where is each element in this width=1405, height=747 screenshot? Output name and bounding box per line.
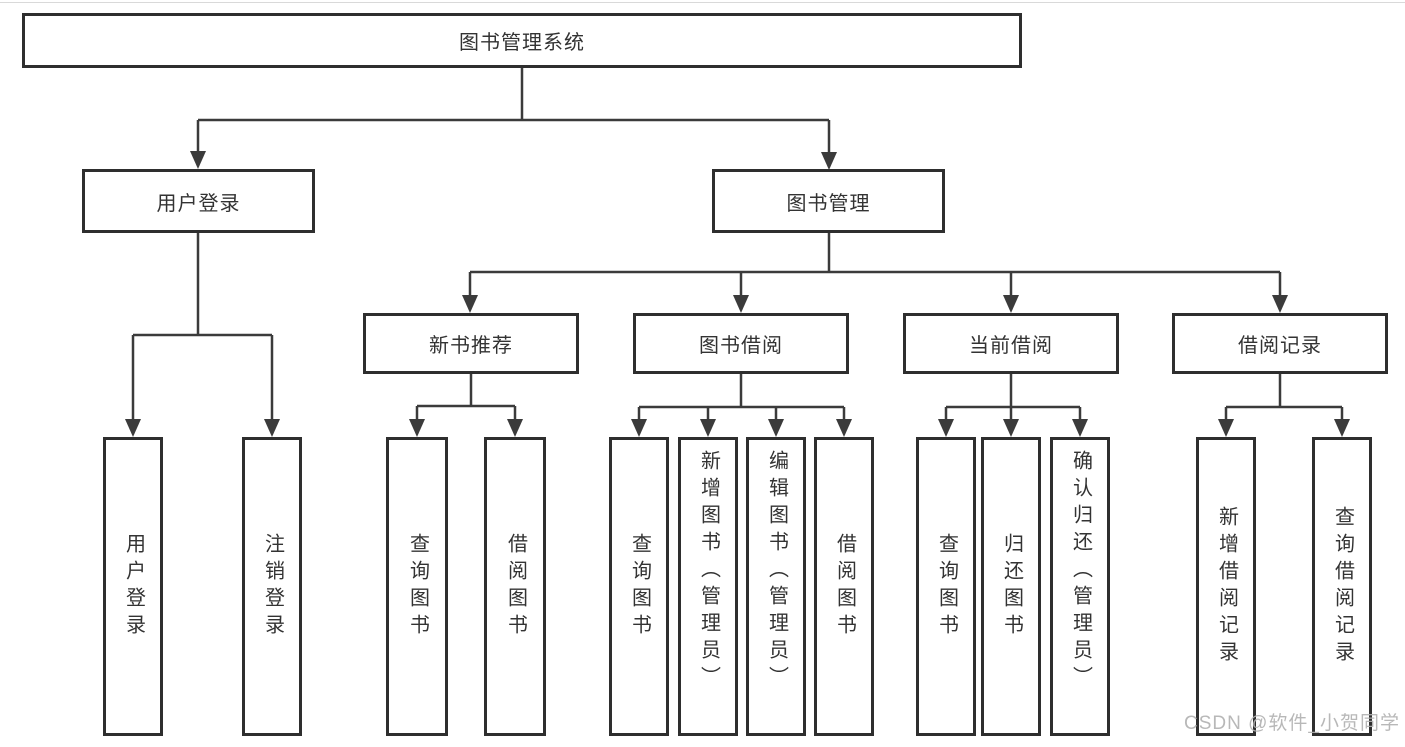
node-label: 查询图书 (406, 532, 429, 641)
node-query-books-current: 查询图书 (916, 437, 976, 736)
node-borrowing-records: 借阅记录 (1172, 313, 1388, 374)
node-label: 图书管理系统 (459, 32, 585, 54)
node-label: 用户登录 (122, 532, 145, 641)
node-label: 图书管理 (786, 192, 871, 215)
node-label: 图书借阅 (699, 335, 783, 357)
node-label: 查询图书 (628, 532, 651, 641)
node-edit-book-admin: 编辑图书（管理员） (746, 437, 806, 736)
node-label: 新书推荐 (429, 335, 513, 357)
node-library-management-system: 图书管理系统 (22, 13, 1022, 68)
node-return-book: 归还图书 (981, 437, 1041, 736)
node-label: 编辑图书（管理员） (765, 450, 788, 693)
connector-user-login (125, 233, 280, 437)
connector-new-book-recommendation (409, 374, 523, 437)
csdn-watermark: CSDN @软件_小贺同学 (1184, 713, 1400, 734)
page-top-divider (0, 2, 1405, 3)
node-leaf-logout: 注销登录 (242, 437, 302, 736)
node-label: 新增图书（管理员） (697, 450, 720, 693)
connector-root (190, 68, 837, 170)
node-leaf-user-login: 用户登录 (103, 437, 163, 736)
node-label: 当前借阅 (969, 335, 1053, 357)
node-label: 注销登录 (261, 532, 284, 641)
node-label: 借阅记录 (1238, 335, 1322, 357)
node-add-borrow-record: 新增借阅记录 (1196, 437, 1256, 736)
node-query-books-recommendation: 查询图书 (386, 437, 448, 736)
node-book-management: 图书管理 (712, 169, 945, 233)
connector-book-borrowing (631, 374, 852, 437)
node-borrow-books: 借阅图书 (814, 437, 874, 736)
node-label: 借阅图书 (833, 532, 856, 641)
connector-current-borrowing (938, 374, 1088, 437)
connector-borrowing-records (1218, 374, 1350, 437)
node-label: 查询图书 (935, 532, 958, 641)
connector-book-management (462, 233, 1288, 313)
node-new-book-recommendation: 新书推荐 (363, 313, 579, 374)
node-confirm-return-admin: 确认归还（管理员） (1050, 437, 1110, 736)
node-add-book-admin: 新增图书（管理员） (678, 437, 738, 736)
node-label: 查询借阅记录 (1331, 505, 1354, 668)
node-book-borrowing: 图书借阅 (633, 313, 849, 374)
node-label: 确认归还（管理员） (1069, 450, 1092, 693)
node-label: 归还图书 (1000, 532, 1023, 641)
node-query-borrow-record: 查询借阅记录 (1312, 437, 1372, 736)
node-label: 新增借阅记录 (1215, 505, 1238, 668)
node-user-login: 用户登录 (82, 169, 315, 233)
node-current-borrowing: 当前借阅 (903, 313, 1119, 374)
node-label: 借阅图书 (504, 532, 527, 641)
node-borrow-books-recommendation: 借阅图书 (484, 437, 546, 736)
node-label: 用户登录 (156, 192, 241, 215)
node-query-books-borrowing: 查询图书 (609, 437, 669, 736)
